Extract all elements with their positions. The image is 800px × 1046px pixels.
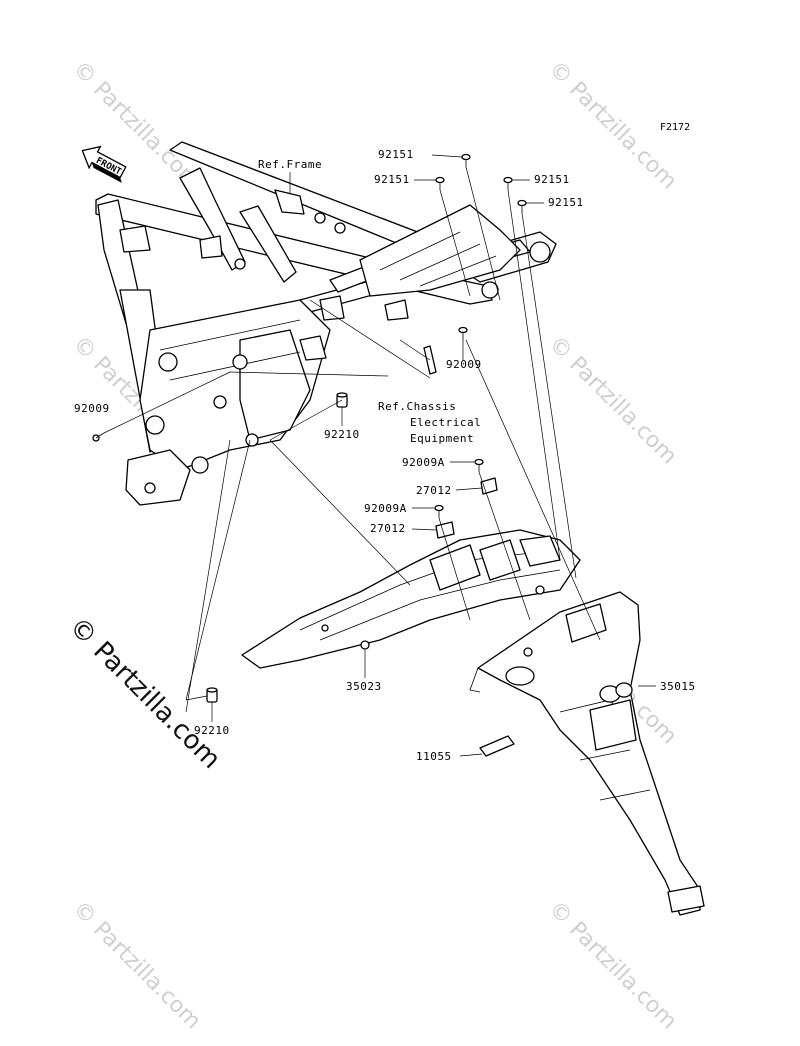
collar-92210-bottom	[206, 687, 218, 703]
label-27012-mid: 27012	[370, 522, 406, 535]
bolt-92151-d	[517, 199, 527, 213]
label-92210-top: 92210	[324, 428, 360, 441]
bolt-92009A-mid	[434, 504, 444, 518]
label-11055: 11055	[416, 750, 452, 763]
label-ref-chassis-2: Electrical	[410, 416, 481, 429]
label-92210-bottom: 92210	[194, 724, 230, 737]
clip-27012-mid	[435, 521, 455, 539]
callout-labels: Ref.Frame 92151 92151 92151 92151 92009 …	[74, 148, 696, 763]
bolt-92009-right	[458, 326, 468, 341]
label-92151-d: 92151	[548, 196, 584, 209]
label-92151-b: 92151	[374, 173, 410, 186]
rear-fender-35015	[469, 591, 705, 916]
label-27012-top: 27012	[416, 484, 452, 497]
label-35015: 35015	[660, 680, 696, 693]
label-92009A-top: 92009A	[402, 456, 445, 469]
leader-lines	[103, 154, 656, 757]
bolt-92151-b	[435, 176, 445, 190]
bolt-92151-set	[435, 153, 527, 213]
label-ref-chassis-1: Ref.Chassis	[378, 400, 456, 413]
watermark-top-left: © Partzilla.com	[68, 57, 206, 195]
bolt-92151-a	[461, 153, 471, 167]
bolt-92009-left	[92, 432, 105, 442]
label-92151-c: 92151	[534, 173, 570, 186]
label-35023: 35023	[346, 680, 382, 693]
label-92151-a: 92151	[378, 148, 414, 161]
label-92009A-mid: 92009A	[364, 502, 407, 515]
watermark-bottom-right: © Partzilla.com	[544, 897, 682, 1035]
watermark-bottom-left: © Partzilla.com	[68, 897, 206, 1035]
inner-fender-35023	[241, 529, 581, 669]
watermark-mid-right: © Partzilla.com	[544, 332, 682, 470]
label-ref-chassis-3: Equipment	[410, 432, 474, 445]
frame-assembly	[95, 141, 557, 506]
front-arrow-icon: FRONT	[81, 145, 127, 183]
bolt-92151-c	[503, 176, 513, 190]
label-92009-right: 92009	[446, 358, 482, 371]
diagram-code: F2172	[660, 122, 690, 133]
collar-92210-top	[336, 392, 348, 408]
clip-27012-top	[480, 477, 498, 495]
label-ref-frame: Ref.Frame	[258, 158, 322, 171]
bolt-92009A-top	[474, 458, 484, 472]
label-92009-left: 92009	[74, 402, 110, 415]
bracket-11055	[479, 735, 515, 757]
